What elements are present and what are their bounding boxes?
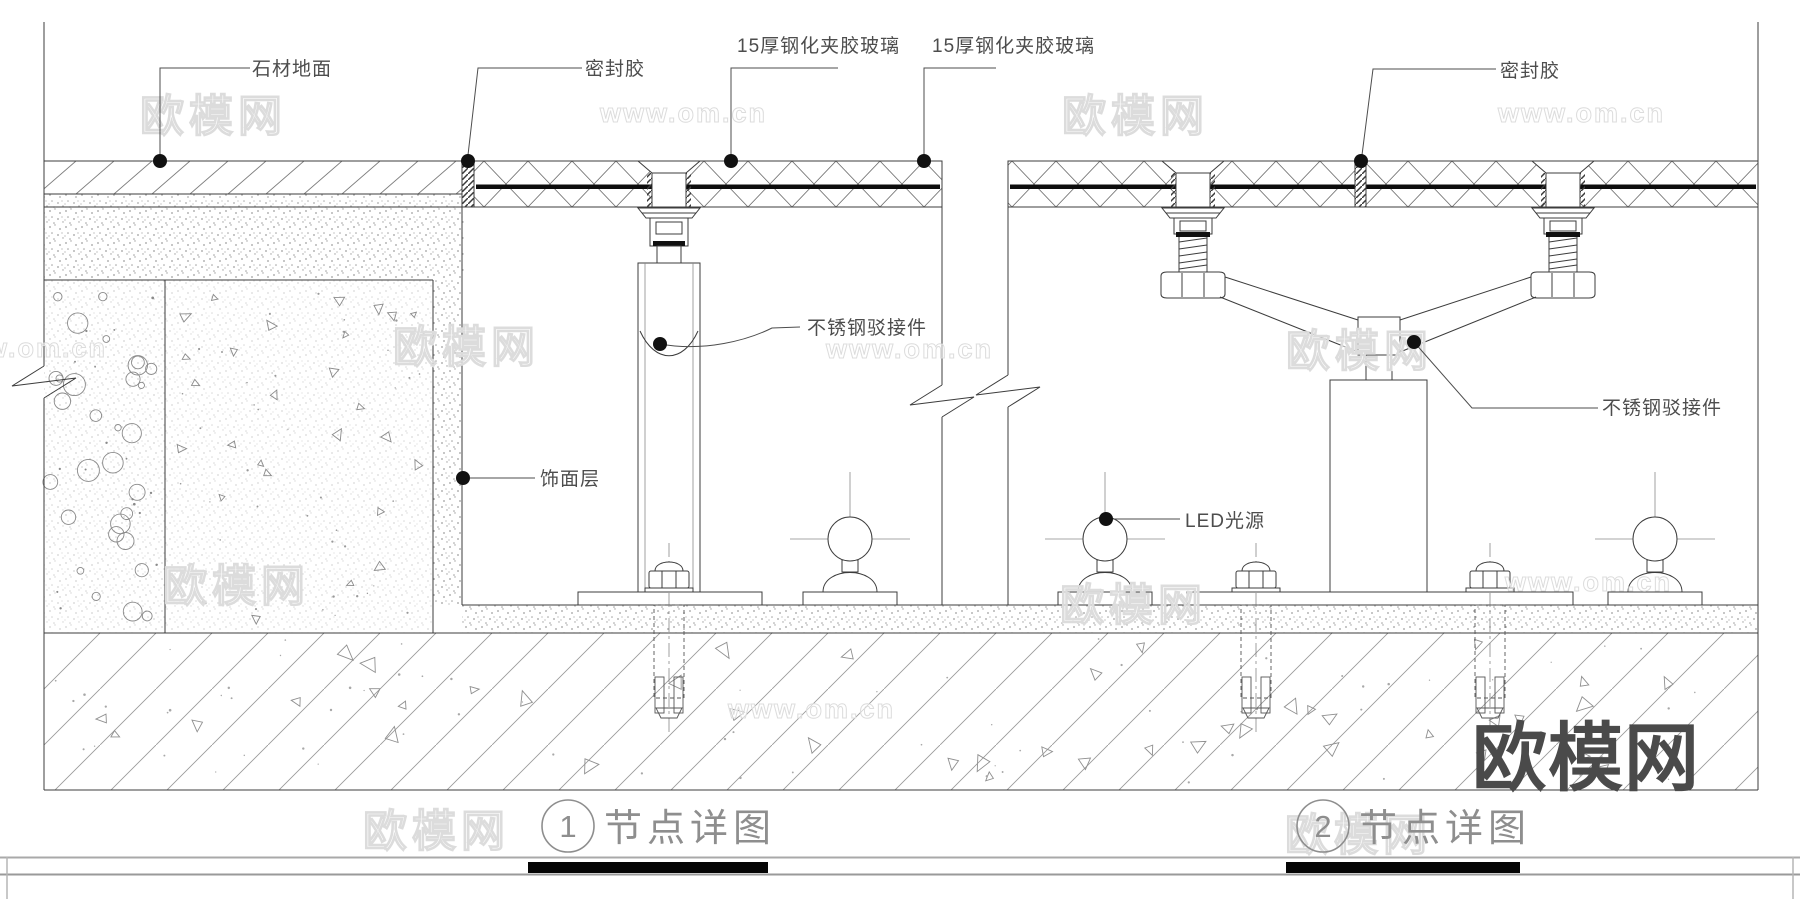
spider-arm-left <box>1219 276 1359 353</box>
title-underline-bar <box>1286 862 1520 873</box>
sealant-joint-detail-1 <box>461 160 475 208</box>
label-sealant-2: 密封胶 <box>1500 60 1560 82</box>
label-finish-layer: 饰面层 <box>540 468 600 490</box>
watermark-site-name: 欧模网 <box>1060 581 1207 630</box>
watermark-site-name: 欧模网 <box>163 562 310 611</box>
spider-support-detail-2 <box>1160 160 1596 734</box>
leader-dot <box>1099 512 1113 526</box>
watermark-site-name: 欧模网 <box>1062 92 1209 141</box>
watermark-site-url: www.om.cn <box>0 333 107 363</box>
label-spider-1: 不锈钢驳接件 <box>807 317 927 339</box>
watermark-site-url: www.om.cn <box>599 98 767 128</box>
watermark-site-name: 欧模网 <box>363 807 510 856</box>
title-underline-bar <box>528 862 768 873</box>
leader-dot <box>917 154 931 168</box>
label-sealant-1: 密封胶 <box>585 58 645 80</box>
label-glass-1: 15厚钢化夹胶玻璃 <box>737 35 900 57</box>
spider-arm-right <box>1399 276 1537 353</box>
detail-number-bubble <box>541 799 595 853</box>
glass-interlayer <box>1010 184 1756 189</box>
label-led: LED光源 <box>1185 510 1265 532</box>
label-stone-floor: 石材地面 <box>252 58 332 80</box>
glass-interlayer <box>476 184 940 189</box>
ground-section-layers <box>42 193 1758 791</box>
glass-panel-detail-1 <box>473 160 943 208</box>
watermark-site-url: www.om.cn <box>727 694 895 724</box>
leader-dot <box>1407 335 1421 349</box>
label-glass-2: 15厚钢化夹胶玻璃 <box>932 35 1095 57</box>
detail-1-title-text: 节点详图 <box>604 808 776 850</box>
structural-slab-hatch <box>44 633 1758 790</box>
watermark-site-name: 欧模网 <box>1285 811 1432 860</box>
annotations-detail-2: 15厚钢化夹胶玻璃 密封胶 不锈钢驳接件 LED光源 <box>917 35 1722 532</box>
watermark-logo-large: 欧模网 <box>1472 716 1700 800</box>
base-plate <box>1186 591 1574 606</box>
support-column <box>637 262 701 593</box>
stone-floor-layer <box>43 160 463 195</box>
spider-hub <box>1357 316 1401 356</box>
leader-dot <box>653 337 667 351</box>
leader-dot <box>1354 154 1368 168</box>
watermark-site-name: 欧模网 <box>140 92 287 141</box>
detail-2-title-text: 节点详图 <box>1359 808 1531 850</box>
base-plate <box>577 591 763 606</box>
watermark-site-name: 欧模网 <box>1286 327 1433 376</box>
leader-dot <box>461 154 475 168</box>
sheet-edge-lines <box>0 856 1800 899</box>
section-boundary-lines <box>11 22 1759 790</box>
detail-1-title: 1 节点详图 <box>528 799 776 873</box>
spider-support-detail-1 <box>577 160 763 734</box>
support-column <box>1329 379 1428 593</box>
watermark-site-url: www.om.cn <box>1504 567 1672 597</box>
watermark-tiles: 欧模网 www.om.cn 欧模网 www.om.cn www.om.cn 欧模… <box>0 91 1672 860</box>
detail-2-title: 2 节点详图 <box>1286 799 1531 873</box>
detail-number-bubble <box>1296 799 1350 853</box>
detail-2-number: 2 <box>1314 809 1331 844</box>
leader-dot <box>153 154 167 168</box>
annotations-detail-1: 石材地面 密封胶 15厚钢化夹胶玻璃 不锈钢驳接件 饰面层 <box>153 35 927 490</box>
label-spider-2: 不锈钢驳接件 <box>1602 397 1722 419</box>
concrete-block-layer <box>165 280 433 633</box>
watermark-site-name: 欧模网 <box>393 323 540 372</box>
watermark-site-url: www.om.cn <box>825 334 993 364</box>
watermark-site-url: www.om.cn <box>1497 98 1665 128</box>
detail-1-number: 1 <box>559 809 576 844</box>
leader-dot <box>456 471 470 485</box>
glass-panel-detail-2 <box>1007 160 1759 208</box>
leader-dot <box>724 154 738 168</box>
